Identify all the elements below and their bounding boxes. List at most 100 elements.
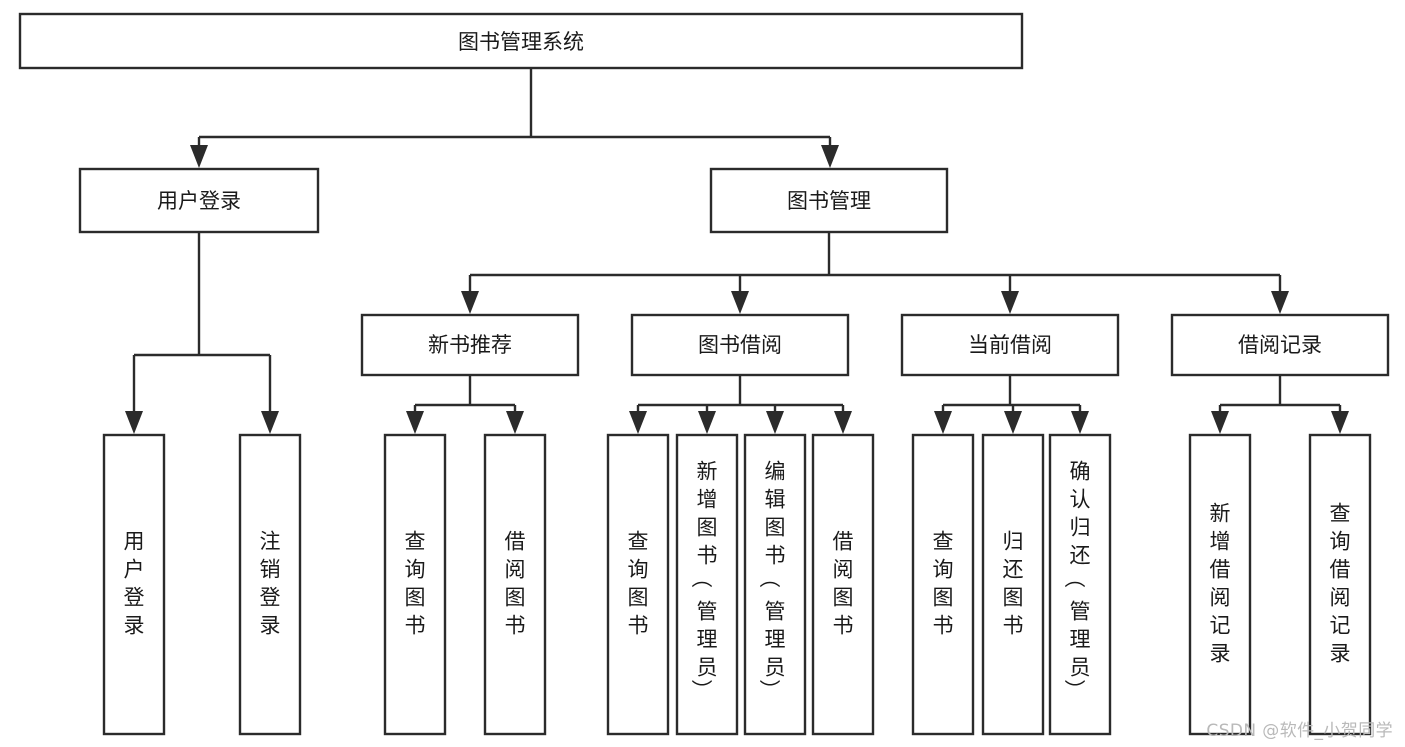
node-leaf-return-book-box[interactable] — [981, 433, 1045, 736]
node-leaf-add-book-box[interactable] — [675, 433, 739, 736]
node-leaf-query-book-3[interactable] — [911, 433, 975, 736]
glyph: 登 — [124, 586, 145, 610]
glyph: 记 — [1330, 614, 1351, 638]
node-leaf-confirm-return-box[interactable] — [1048, 433, 1112, 736]
node-leaf-add-record-box[interactable] — [1188, 433, 1252, 736]
glyph: 新 — [1210, 502, 1231, 526]
node-leaf-confirm-return[interactable] — [1048, 433, 1112, 736]
arrow-head-leaf-query-book-2 — [629, 411, 647, 434]
glyph: 图 — [765, 516, 786, 540]
node-leaf-query-book-2-box[interactable] — [606, 433, 670, 736]
node-current-borrow[interactable]: 当前借阅 — [900, 313, 1120, 377]
arrow-head-leaf-logout — [261, 411, 279, 434]
glyph: 图 — [1003, 586, 1024, 610]
node-leaf-borrow-book-2-box[interactable] — [811, 433, 875, 736]
arrow-head-leaf-borrow-book-2 — [834, 411, 852, 434]
arrow-head-leaf-add-record — [1211, 411, 1229, 434]
connector-group-current-borrow-children — [934, 375, 1089, 434]
node-borrow-record-box[interactable] — [1170, 313, 1390, 377]
node-new-book-rec-label: 新书推荐 — [428, 333, 512, 357]
glyph: 图 — [405, 586, 426, 610]
node-user-login[interactable]: 用户登录 — [78, 167, 320, 234]
glyph: 录 — [1210, 642, 1231, 666]
glyph: 认 — [1070, 488, 1091, 512]
glyph: 询 — [1330, 530, 1351, 554]
glyph: 管 — [697, 600, 718, 624]
glyph: 查 — [628, 530, 649, 554]
node-leaf-query-book-3-box[interactable] — [911, 433, 975, 736]
arrow-head-leaf-return-book — [1004, 411, 1022, 434]
node-leaf-edit-book-box[interactable] — [743, 433, 807, 736]
node-leaf-borrow-book-1-box[interactable] — [483, 433, 547, 736]
arrow-head-leaf-confirm-return — [1071, 411, 1089, 434]
node-leaf-query-book-1-box[interactable] — [383, 433, 447, 736]
node-current-borrow-box[interactable] — [900, 313, 1120, 377]
glyph: 图 — [833, 586, 854, 610]
glyph: 书 — [405, 614, 426, 638]
glyph: 书 — [833, 614, 854, 638]
node-new-book-rec-box[interactable] — [360, 313, 580, 377]
glyph: 归 — [1070, 516, 1091, 540]
glyph: 书 — [765, 544, 786, 568]
node-leaf-borrow-book-1[interactable] — [483, 433, 547, 736]
glyph: 记 — [1210, 614, 1231, 638]
node-leaf-borrow-book-2[interactable] — [811, 433, 875, 736]
node-leaf-edit-book[interactable] — [743, 433, 807, 736]
node-user-login-label: 用户登录 — [157, 189, 241, 213]
glyph: 询 — [628, 558, 649, 582]
glyph: 借 — [1330, 558, 1351, 582]
node-leaf-query-book-1[interactable] — [383, 433, 447, 736]
node-new-book-rec[interactable]: 新书推荐 — [360, 313, 580, 377]
node-book-borrow-box[interactable] — [630, 313, 850, 377]
node-book-manage-label: 图书管理 — [787, 189, 871, 213]
node-root[interactable]: 图书管理系统 — [18, 12, 1024, 70]
glyph: 注 — [260, 530, 281, 554]
glyph: 查 — [933, 530, 954, 554]
arrow-head-leaf-query-book-1 — [406, 411, 424, 434]
node-leaf-add-record[interactable] — [1188, 433, 1252, 736]
node-leaf-return-book[interactable] — [981, 433, 1045, 736]
node-book-borrow-label: 图书借阅 — [698, 333, 782, 357]
glyph: 户 — [124, 558, 145, 582]
glyph: 还 — [1070, 544, 1091, 568]
glyph: 图 — [933, 586, 954, 610]
glyph: 辑 — [765, 488, 786, 512]
node-leaf-user-login-box[interactable] — [102, 433, 166, 736]
arrow-head-leaf-user-login — [125, 411, 143, 434]
node-leaf-query-record-box[interactable] — [1308, 433, 1372, 736]
node-leaf-logout-box[interactable] — [238, 433, 302, 736]
node-leaf-user-login[interactable] — [102, 433, 166, 736]
node-borrow-record[interactable]: 借阅记录 — [1170, 313, 1390, 377]
arrow-head-book-borrow — [731, 291, 749, 314]
glyph: 图 — [505, 586, 526, 610]
node-root-box[interactable] — [18, 12, 1024, 70]
arrow-head-leaf-borrow-book-1 — [506, 411, 524, 434]
node-book-borrow[interactable]: 图书借阅 — [630, 313, 850, 377]
csdn-watermark: CSDN @软件_小贺同学 — [1206, 721, 1393, 741]
glyph: 理 — [697, 628, 718, 652]
arrow-head-user-login — [190, 145, 208, 168]
node-book-manage-box[interactable] — [709, 167, 949, 234]
node-leaf-query-record[interactable] — [1308, 433, 1372, 736]
glyph: 书 — [505, 614, 526, 638]
glyph: 员 — [1070, 656, 1091, 680]
glyph: 确 — [1070, 460, 1091, 484]
node-leaf-add-book[interactable] — [675, 433, 739, 736]
node-user-login-box[interactable] — [78, 167, 320, 234]
glyph: 还 — [1003, 558, 1024, 582]
glyph: 查 — [1330, 502, 1351, 526]
node-book-manage[interactable]: 图书管理 — [709, 167, 949, 234]
glyph: 登 — [260, 586, 281, 610]
glyph: 借 — [1210, 558, 1231, 582]
node-leaf-query-book-2[interactable] — [606, 433, 670, 736]
node-leaf-logout[interactable] — [238, 433, 302, 736]
node-current-borrow-label: 当前借阅 — [968, 333, 1052, 357]
